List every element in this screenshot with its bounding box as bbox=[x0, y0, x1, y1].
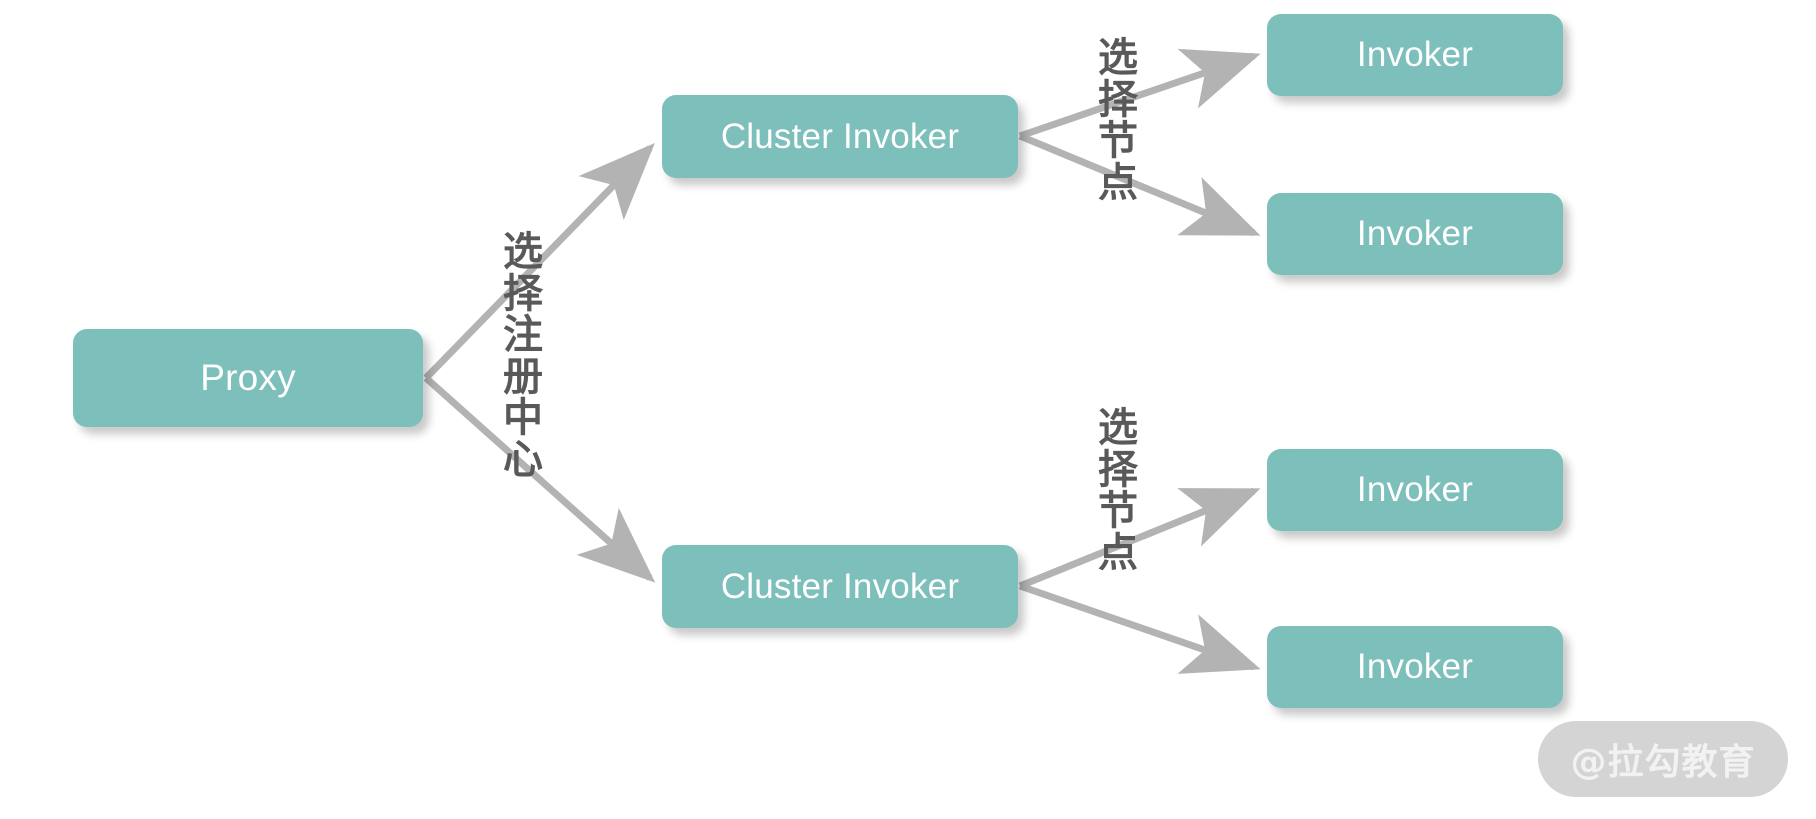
node-cluster-invoker-top[interactable]: Cluster Invoker bbox=[662, 95, 1018, 178]
edge-label-char: 选 bbox=[1098, 35, 1138, 81]
node-invoker-2[interactable]: Invoker bbox=[1267, 193, 1563, 275]
watermark-badge: @拉勾教育 bbox=[1538, 721, 1788, 797]
edge-label-char: 点 bbox=[1098, 529, 1138, 576]
edge-label-char: 选 bbox=[1098, 405, 1138, 451]
node-invoker-3[interactable]: Invoker bbox=[1267, 449, 1563, 531]
edge-label-char: 节 bbox=[1098, 488, 1138, 535]
edge-label-char: 注 bbox=[503, 312, 543, 359]
edge-label-char: 节 bbox=[1098, 118, 1138, 165]
edge-label-char: 择 bbox=[1098, 76, 1138, 123]
node-invoker-3-label: Invoker bbox=[1356, 470, 1474, 509]
node-cluster-invoker-bottom[interactable]: Cluster Invoker bbox=[662, 545, 1018, 628]
edge-label-select-node-top: 选 择 节 点 bbox=[1098, 35, 1138, 206]
node-invoker-4[interactable]: Invoker bbox=[1267, 626, 1563, 708]
edge-label-char: 选 bbox=[503, 229, 543, 275]
node-invoker-1-label: Invoker bbox=[1356, 35, 1474, 74]
node-invoker-1[interactable]: Invoker bbox=[1267, 14, 1563, 96]
node-invoker-2-label: Invoker bbox=[1356, 214, 1474, 253]
edge-label-select-registry: 选 择 注 册 中 心 bbox=[503, 229, 543, 483]
edge-label-char: 点 bbox=[1098, 159, 1138, 206]
edge-label-char: 中 bbox=[503, 395, 543, 442]
node-cluster-invoker-top-label: Cluster Invoker bbox=[720, 116, 960, 156]
watermark-label: @拉勾教育 bbox=[1570, 742, 1756, 783]
edge-label-select-node-bottom: 选 择 节 点 bbox=[1098, 405, 1138, 576]
node-cluster-invoker-bottom-label: Cluster Invoker bbox=[720, 566, 960, 606]
node-proxy-label: Proxy bbox=[200, 357, 296, 398]
edge-label-char: 择 bbox=[1098, 446, 1138, 493]
edge-cluster-bottom-to-invoker-4 bbox=[1018, 582, 1261, 674]
node-invoker-4-label: Invoker bbox=[1356, 647, 1474, 686]
edge-label-char: 择 bbox=[503, 270, 543, 317]
edge-label-char: 心 bbox=[503, 436, 543, 483]
node-proxy[interactable]: Proxy bbox=[73, 329, 423, 427]
edge-label-char: 册 bbox=[503, 353, 543, 400]
